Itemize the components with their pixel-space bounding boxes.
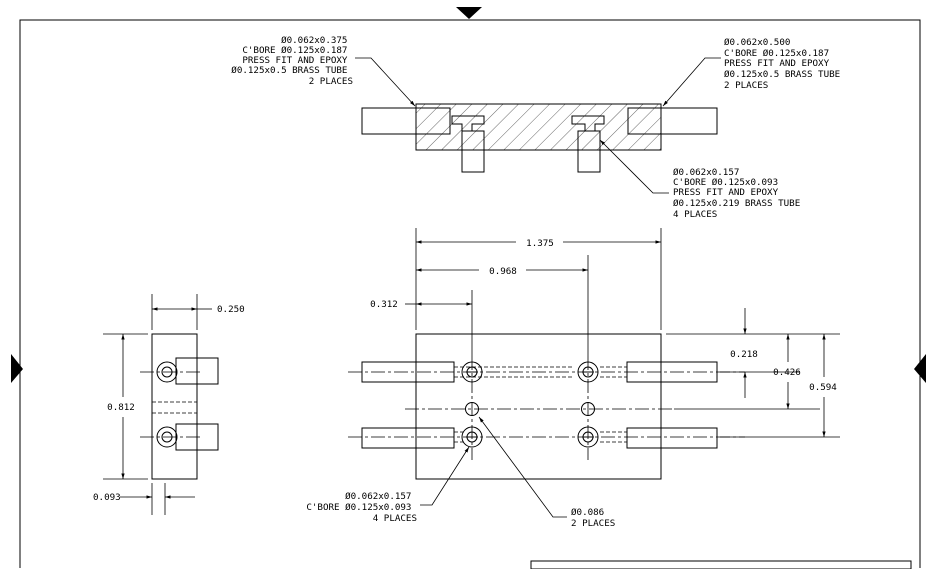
section-lower-note: Ø0.062x0.157 C'BORE Ø0.125x0.093 PRESS F…: [673, 167, 806, 220]
small-hole-note: Ø0.086 2 PLACES: [571, 507, 615, 529]
plan-body: [415, 333, 662, 480]
right-center-marker: [914, 354, 926, 383]
pin-right: [577, 130, 601, 173]
side-view: [103, 294, 219, 515]
drawing-border: [11, 7, 926, 569]
side-body: [151, 333, 198, 480]
dim-0-426: 0.426: [773, 367, 801, 378]
section-view: [355, 57, 721, 194]
dim-side-height: 0.812: [107, 402, 135, 413]
dim-overall-length: 1.375: [526, 238, 554, 249]
section-right-note: Ø0.062x0.500 C'BORE Ø0.125x0.187 PRESS F…: [724, 37, 846, 91]
plan-tube-tl: [361, 361, 455, 383]
brass-tube-left: [361, 107, 451, 135]
dim-0-594: 0.594: [809, 382, 837, 393]
section-left-note: Ø0.062x0.375 C'BORE Ø0.125x0.187 PRESS F…: [231, 35, 353, 87]
plan-view: [348, 228, 840, 518]
dim-edge-offset: 0.312: [370, 299, 398, 310]
left-center-marker: [11, 354, 23, 383]
dim-side-thickness: 0.093: [93, 492, 121, 503]
dim-0-218: 0.218: [730, 349, 758, 360]
plan-tube-bl: [361, 427, 455, 449]
section-body: [415, 103, 662, 151]
title-block-corner: [530, 560, 912, 569]
hole-note: Ø0.062x0.157 C'BORE Ø0.125x0.093 4 PLACE…: [306, 491, 417, 524]
plan-tube-tr: [626, 361, 718, 383]
brass-tube-right: [627, 107, 718, 135]
side-tube-top: [175, 357, 219, 385]
top-center-marker: [456, 7, 482, 19]
dim-side-width: 0.250: [217, 304, 245, 315]
dim-hole-spacing: 0.968: [489, 266, 517, 277]
plan-tube-br: [626, 427, 718, 449]
pin-left: [461, 130, 485, 173]
